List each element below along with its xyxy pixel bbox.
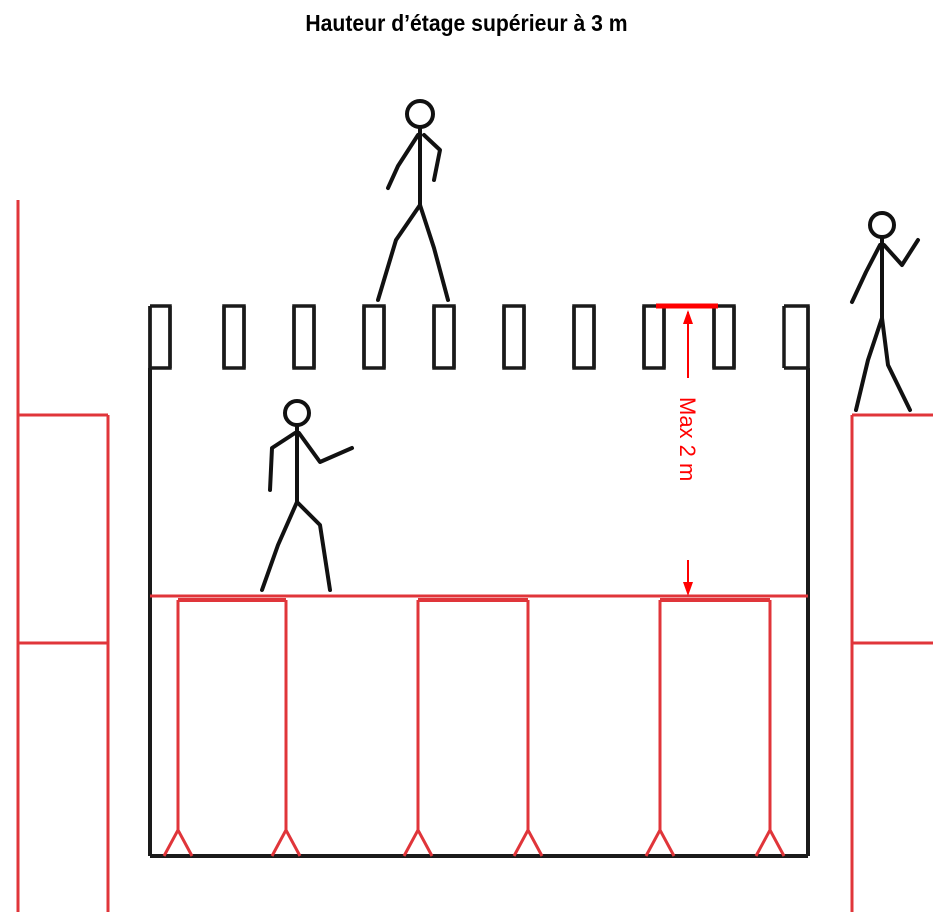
dimension-arrowhead-top	[683, 310, 693, 324]
column-foot	[270, 826, 302, 857]
column-foot	[512, 826, 544, 857]
person-right-icon	[850, 211, 920, 412]
person-top-icon	[376, 99, 450, 302]
mezzanine-frame	[148, 368, 810, 858]
column-foot	[754, 826, 786, 857]
column-foot	[644, 826, 676, 857]
height-dimension	[656, 303, 718, 596]
column-foot	[162, 826, 194, 857]
column-foot	[402, 826, 434, 857]
person-middle-icon	[260, 399, 354, 592]
top-guardrail	[148, 304, 810, 370]
internal-racking	[150, 594, 808, 857]
left-racking	[16, 200, 110, 912]
guardrail-posts	[148, 306, 810, 368]
diagram-title: Hauteur d’étage supérieur à 3 m	[305, 10, 628, 36]
dimension-arrowhead-bottom	[683, 582, 693, 596]
right-racking	[850, 413, 933, 912]
dimension-label: Max 2 m	[675, 397, 700, 481]
